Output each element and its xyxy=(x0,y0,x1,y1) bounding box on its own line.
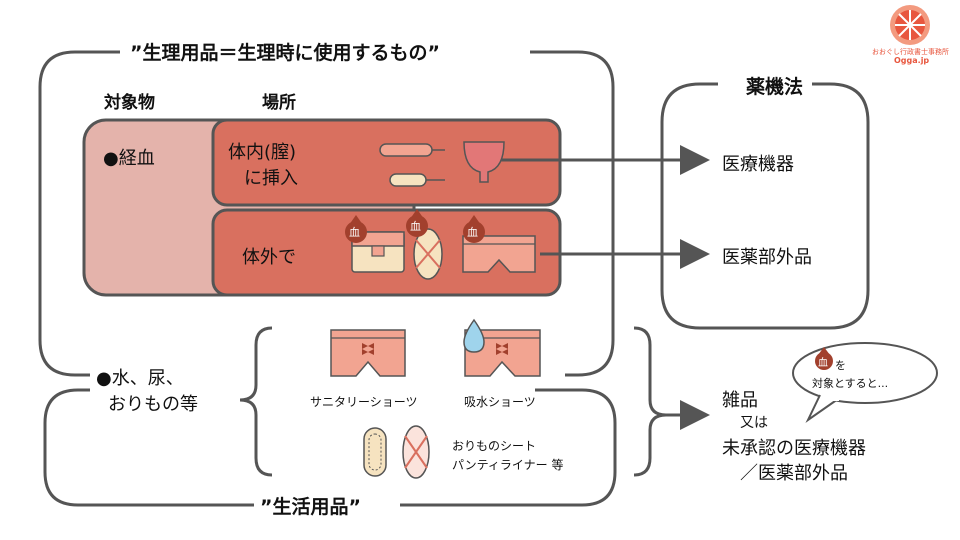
bubble-blood-label: 血 xyxy=(818,358,828,369)
blood-badge-label: 血 xyxy=(349,226,360,239)
logo-line2: Ogga.jp xyxy=(894,56,930,65)
target-others-line2: おりもの等 xyxy=(108,394,198,415)
header-place: 場所 xyxy=(262,93,296,113)
label-liner-line1: おりものシート xyxy=(452,439,537,453)
panty-liner-icon xyxy=(363,427,387,477)
seikatsu-title: ”生活用品” xyxy=(254,492,367,519)
yakki-bracket xyxy=(660,82,870,330)
logo-line1: おおぐし行政書士事務所 xyxy=(872,48,949,56)
place-outside: 体外で xyxy=(242,247,296,268)
seiri-bracket xyxy=(38,50,120,377)
curly-brace-right xyxy=(633,326,667,477)
result-medical-device: 医療機器 xyxy=(722,154,794,175)
bubble-line1: を xyxy=(835,359,846,372)
header-target: 対象物 xyxy=(104,93,155,113)
logo-orange-icon xyxy=(890,5,930,45)
bubble-line2: 対象とすると... xyxy=(812,377,889,390)
result-misc-line4: ／医薬部外品 xyxy=(740,463,848,484)
label-absorbent-shorts: 吸水ショーツ xyxy=(464,395,536,409)
curly-brace-left xyxy=(239,326,273,477)
result-misc-line3: 未承認の医療機器 xyxy=(722,438,866,459)
blood-drop-icon xyxy=(463,215,485,243)
seikatsu-bracket-right xyxy=(400,388,617,507)
sanitary-shorts-icon xyxy=(330,329,406,377)
label-liner-line2: パンティライナー 等 xyxy=(452,458,564,472)
seikatsu-bracket-left xyxy=(43,388,255,507)
yakki-title: 薬機法 xyxy=(740,72,810,99)
wrapped-pad-icon xyxy=(413,228,443,280)
seiri-title: ”生理用品＝生理時に使用するもの” xyxy=(124,38,446,65)
menstrual-cup-icon xyxy=(463,141,505,183)
speech-bubble xyxy=(792,342,938,424)
result-misc-line2: 又は xyxy=(740,415,768,431)
blood-drop-icon xyxy=(345,215,367,243)
water-drop-icon xyxy=(463,318,485,353)
result-quasi-drug: 医薬部外品 xyxy=(722,247,812,268)
tampon-icon xyxy=(379,143,445,187)
blood-badge-label: 血 xyxy=(467,226,478,239)
seiri-bracket-right xyxy=(530,50,615,377)
place-inside-line1: 体内(膣) xyxy=(228,142,297,163)
period-shorts-icon xyxy=(462,235,536,273)
result-misc-line1: 雑品 xyxy=(722,390,758,411)
target-others-line1: ●水、尿、 xyxy=(96,368,184,389)
label-sanitary-shorts: サニタリーショーツ xyxy=(310,395,418,409)
target-menses: ●経血 xyxy=(103,148,155,169)
blood-drop-icon xyxy=(406,209,428,237)
place-inside-line2: に挿入 xyxy=(244,168,298,189)
blood-badge-label: 血 xyxy=(410,220,421,233)
wrapped-liner-icon xyxy=(402,425,430,479)
